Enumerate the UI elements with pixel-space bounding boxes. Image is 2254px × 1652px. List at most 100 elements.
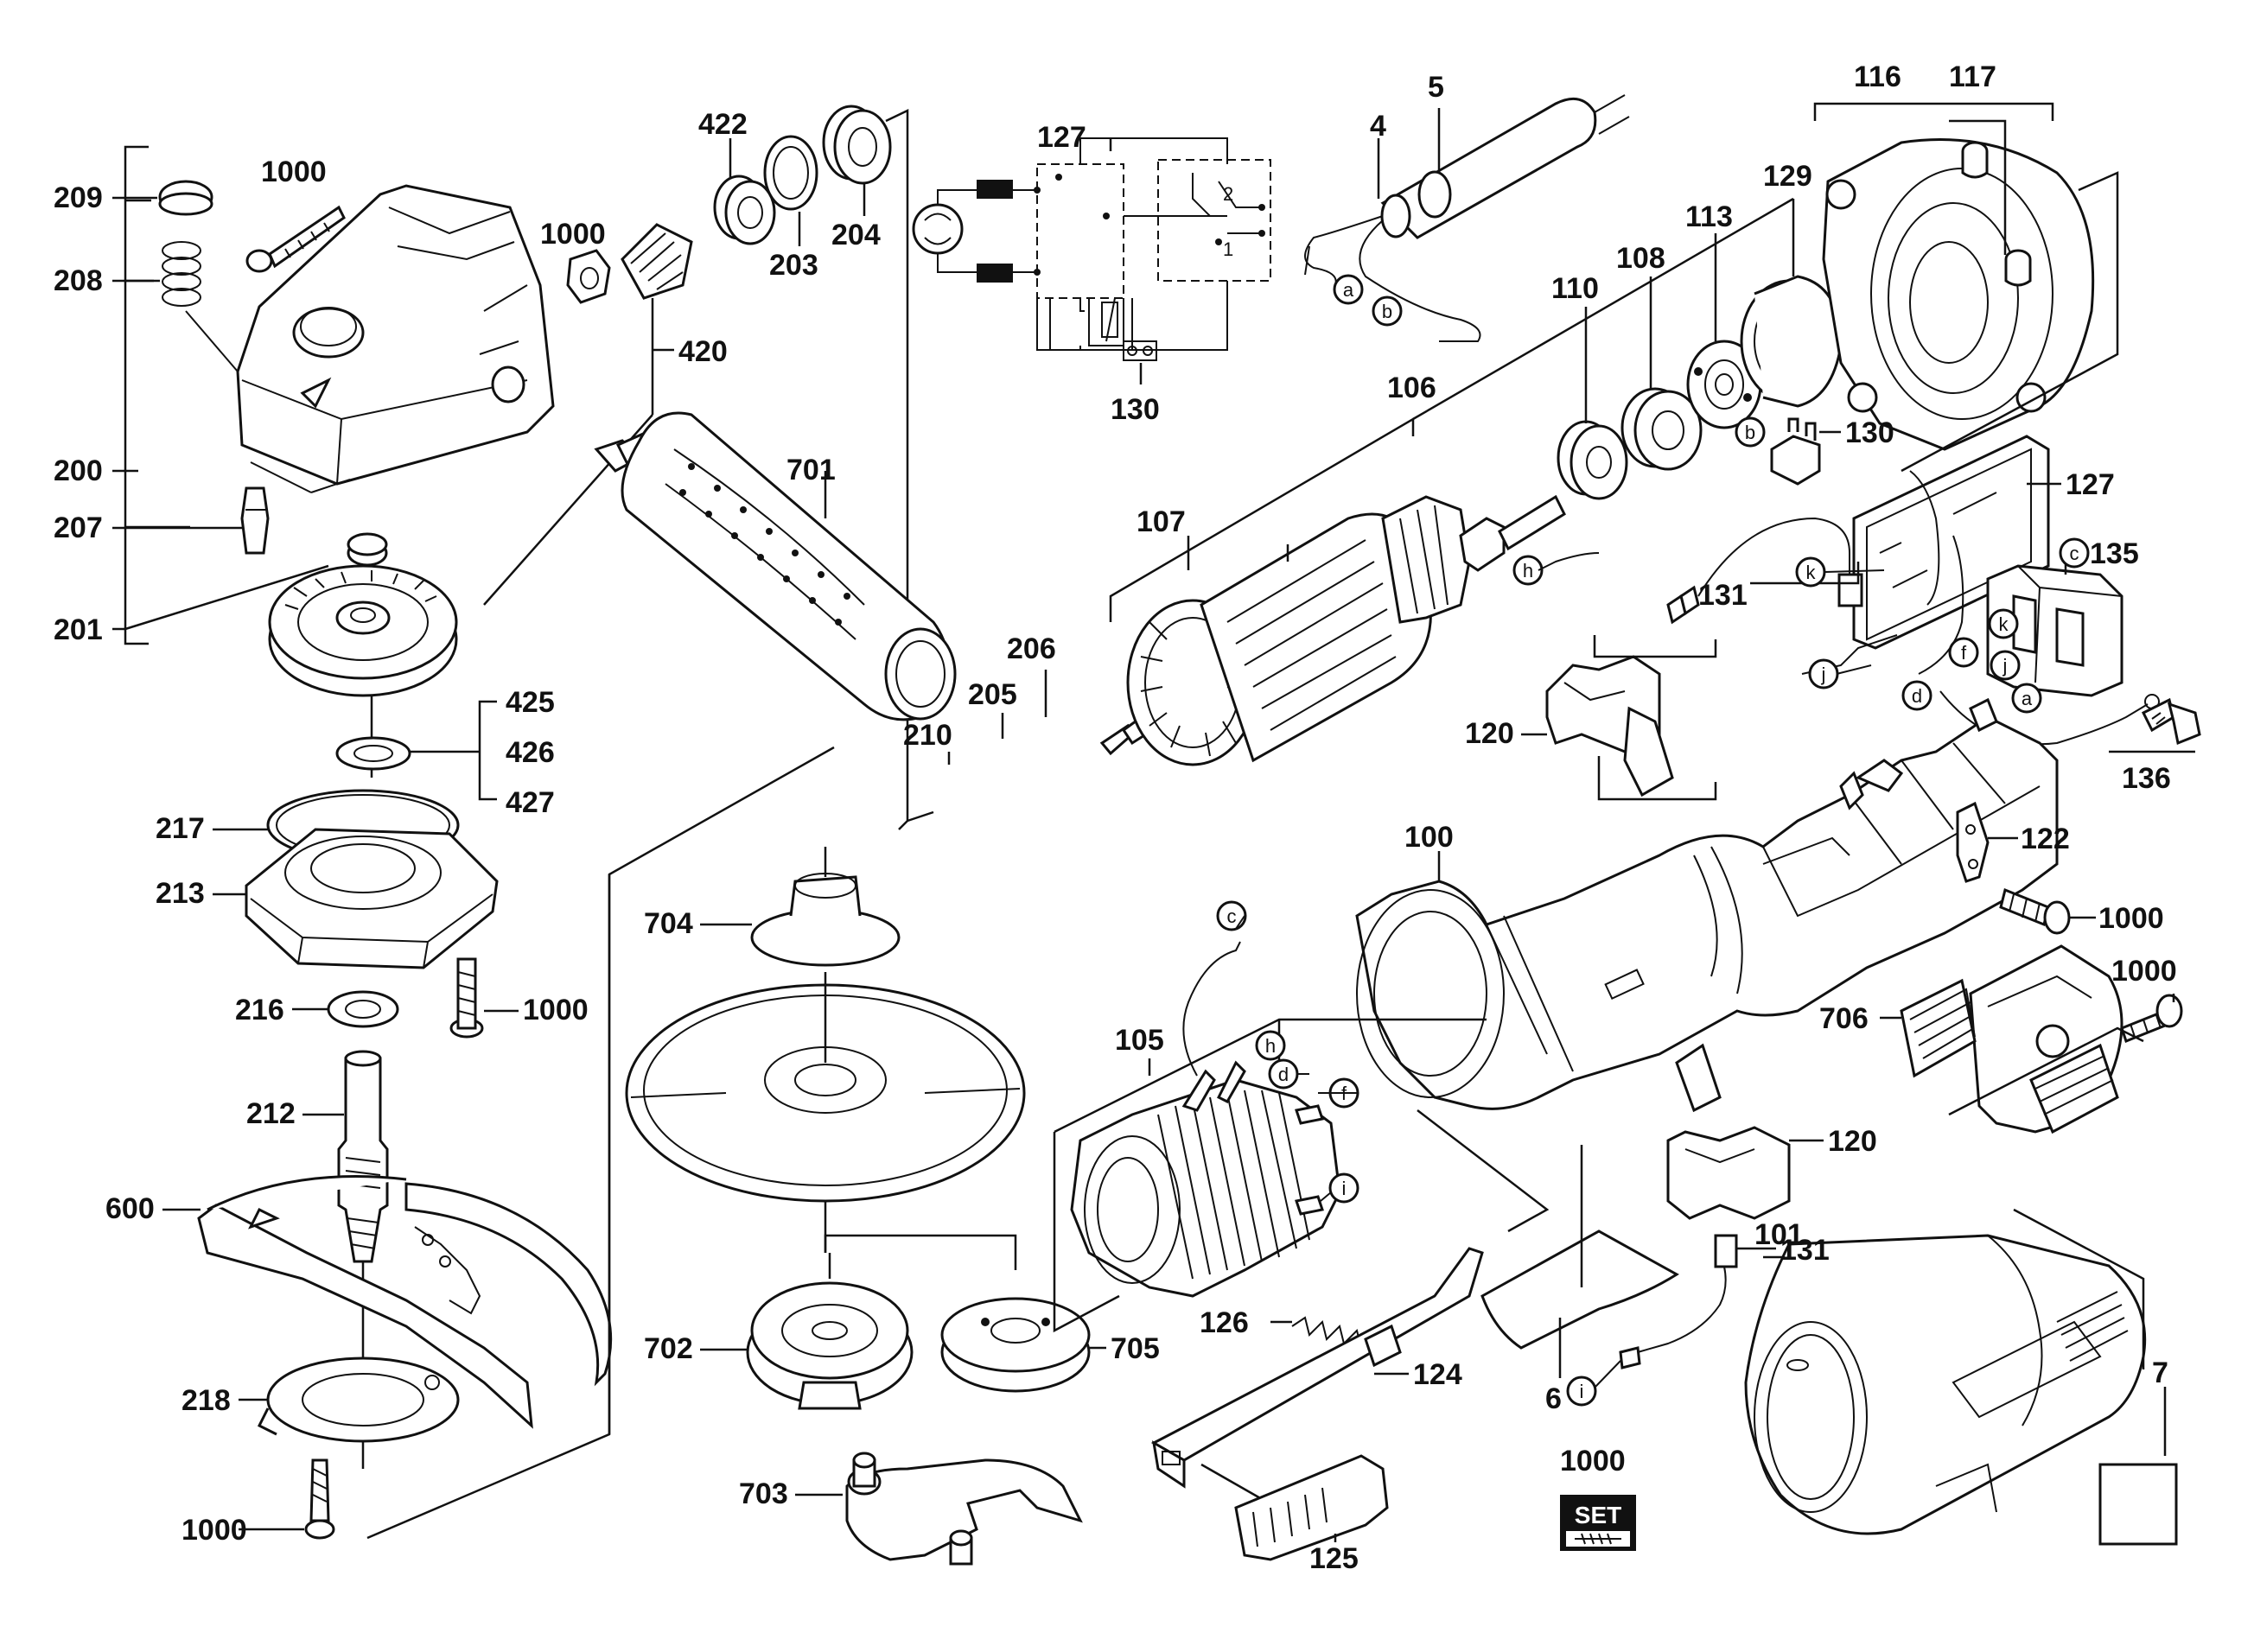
bearing-422 (713, 175, 776, 245)
label-200: 200 (54, 454, 103, 487)
power-cord (1304, 94, 1630, 342)
svg-text:c: c (1227, 905, 1237, 927)
screw-1000-flange (449, 957, 484, 1039)
label-705: 705 (1111, 1332, 1160, 1365)
connector-131-bottom (1619, 1234, 1738, 1369)
svg-text:j: j (2002, 655, 2008, 677)
label-212: 212 (246, 1097, 296, 1130)
label-1000-bottom: 1000 (181, 1514, 247, 1547)
spindle-212 (337, 1050, 389, 1263)
label-207: 207 (54, 511, 103, 544)
label-105: 105 (1115, 1024, 1164, 1057)
callout-c-top: c (2059, 537, 2090, 569)
svg-text:d: d (1912, 685, 1922, 707)
label-122: 122 (2021, 823, 2070, 855)
svg-text:a: a (2022, 688, 2033, 709)
label-6: 6 (1545, 1382, 1562, 1415)
cap-209 (158, 180, 213, 216)
sleeves-117 (1961, 141, 2032, 287)
label-113: 113 (1685, 200, 1733, 233)
callout-i-bottom: i (1566, 1376, 1597, 1407)
rear-cover-116 (1822, 138, 2095, 451)
label-130-right: 130 (1845, 416, 1894, 449)
label-131-top: 131 (1698, 579, 1748, 612)
screw-136 (2141, 697, 2201, 746)
label-120-top: 120 (1465, 717, 1514, 750)
pinion-420 (621, 223, 693, 300)
nut-705 (940, 1297, 1091, 1393)
flange-702 (746, 1281, 914, 1410)
label-210: 210 (903, 719, 952, 752)
side-handle-701 (594, 411, 957, 721)
label-420: 420 (678, 335, 728, 368)
filter-cover-706 (1900, 944, 2123, 1134)
label-1000-far-right: 1000 (2111, 955, 2177, 988)
callout-a-left: a (1333, 274, 1364, 305)
label-1000-nut: 1000 (540, 218, 606, 251)
label-427: 427 (506, 786, 555, 819)
screw-1000-right (1999, 887, 2071, 935)
callout-i-field: i (1328, 1172, 1359, 1204)
label-702: 702 (644, 1332, 693, 1365)
label-110: 110 (1551, 272, 1599, 305)
label-120-bottom: 120 (1828, 1125, 1877, 1158)
label-701: 701 (786, 454, 836, 486)
callout-k-right: k (1988, 608, 2019, 639)
ring-129 (1740, 275, 1843, 408)
nut-1000 (566, 249, 611, 304)
callout-b-right: b (1735, 416, 1766, 448)
callout-d-top: d (1901, 680, 1932, 711)
label-101: 101 (1754, 1218, 1804, 1251)
motor-housing-100 (1355, 697, 2059, 1110)
label-1000-top: 1000 (261, 156, 327, 188)
label-703: 703 (739, 1477, 788, 1510)
label-218: 218 (181, 1384, 231, 1417)
label-127-right: 127 (2066, 468, 2115, 501)
label-4: 4 (1370, 110, 1386, 143)
callout-f-top: f (1948, 637, 1979, 668)
screw-1000-bottom (304, 1458, 335, 1540)
callout-a-right: a (2011, 683, 2042, 714)
callout-h-top: h (1512, 555, 1544, 586)
label-217: 217 (156, 812, 205, 845)
switch-housing-127 (1801, 435, 2050, 675)
bearing-108 (1620, 387, 1703, 471)
label-1000-right: 1000 (2098, 902, 2164, 935)
set-icon: SET (1560, 1495, 1636, 1551)
suppressor-130 (1770, 417, 1821, 486)
switch-rod-124 (1150, 1247, 1484, 1489)
callout-b-left: b (1372, 295, 1403, 327)
svg-text:h: h (1523, 560, 1533, 581)
svg-text:f: f (1961, 642, 1967, 664)
wiring-schematic: 2 1 (912, 137, 1271, 361)
label-209: 209 (54, 181, 103, 214)
bearing-201 (347, 532, 388, 567)
label-216: 216 (235, 994, 284, 1026)
switch-terminal-2: 2 (1223, 183, 1233, 205)
handle-grip-dots (679, 463, 850, 626)
label-117: 117 (1949, 60, 1996, 93)
label-106: 106 (1387, 372, 1436, 404)
svg-text:i: i (1342, 1178, 1347, 1199)
svg-text:k: k (1999, 613, 2009, 635)
label-706: 706 (1819, 1002, 1869, 1035)
callout-k-top: k (1795, 556, 1826, 588)
label-125: 125 (1309, 1542, 1359, 1575)
bearing-204 (822, 105, 892, 185)
bearing-flange-213 (245, 828, 499, 969)
label-204: 204 (831, 219, 881, 251)
wheel-guard-600 (197, 1175, 613, 1429)
svg-text:h: h (1265, 1035, 1276, 1057)
label-7 (2098, 1463, 2178, 1546)
label-130-schematic: 130 (1111, 393, 1160, 426)
label-7-text: 7 (2152, 1357, 2168, 1389)
clamp-218 (257, 1357, 460, 1443)
motor-cover-101 (1744, 1234, 2147, 1535)
callout-j-right: j (1990, 650, 2021, 681)
label-425: 425 (506, 686, 555, 719)
flange-704 (750, 873, 901, 967)
armature-107 (1099, 494, 1566, 766)
group-bracket-200 (124, 145, 149, 645)
label-108: 108 (1616, 242, 1665, 275)
label-6 (1480, 1229, 1679, 1350)
